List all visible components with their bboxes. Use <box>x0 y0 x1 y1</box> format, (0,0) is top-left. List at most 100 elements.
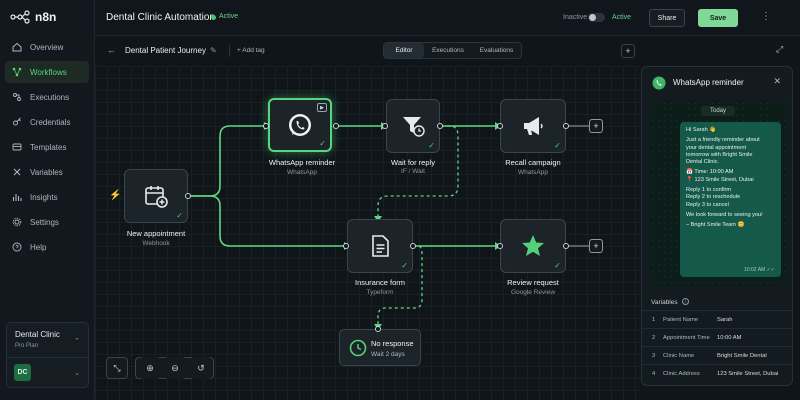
node-subtitle: Typeform <box>366 289 394 296</box>
n8n-logo-icon <box>10 10 30 24</box>
divider <box>229 45 230 57</box>
workflow-title[interactable]: Dental Clinic Automation <box>106 12 215 23</box>
add-next-node-button[interactable]: + <box>589 239 603 253</box>
pencil-icon[interactable]: ✎ <box>210 46 217 55</box>
zoom-out-icon[interactable]: ⊖ <box>164 357 186 379</box>
check-icon: ✓ <box>401 261 408 270</box>
sidebar-item-executions[interactable]: Executions <box>5 86 89 108</box>
node-review-request[interactable]: ✓ <box>500 219 566 273</box>
node-title: Recall campaign <box>505 158 561 167</box>
sidebar-item-variables[interactable]: Variables <box>5 161 89 183</box>
output-port[interactable] <box>185 193 191 199</box>
message-line: 📍 123 Smile Street, Dubai <box>686 176 754 183</box>
sidebar-item-label: Workflows <box>30 67 67 77</box>
variables-title: Variables <box>651 299 678 306</box>
active-toggle[interactable] <box>588 13 605 22</box>
node-insurance-form[interactable]: ✓ <box>347 219 413 273</box>
node-title: Review request <box>507 278 559 287</box>
input-port[interactable] <box>343 243 349 249</box>
filter-clock-icon <box>403 117 425 137</box>
sidebar-item-credentials[interactable]: Credentials <box>5 111 89 133</box>
node-no-response[interactable]: No response Wait 2 days <box>339 329 421 366</box>
input-port[interactable] <box>375 326 381 332</box>
sidebar-item-label: Help <box>30 242 47 252</box>
message-line: Dental Clinic. <box>686 159 719 166</box>
node-subtitle: IF / Wait <box>401 168 425 175</box>
tab-editor[interactable]: Editor <box>384 43 424 58</box>
message-line: Reply 1 to confirm <box>686 187 732 194</box>
more-options-icon[interactable]: ⋮ <box>761 11 771 22</box>
input-port[interactable] <box>382 123 388 129</box>
node-whatsapp-reminder[interactable]: ▶ ✓ <box>268 98 332 152</box>
play-icon[interactable]: ▶ <box>317 103 327 112</box>
gear-icon <box>12 217 22 227</box>
star-icon <box>522 235 544 256</box>
back-arrow-icon[interactable]: ← <box>107 45 116 55</box>
sidebar-item-overview[interactable]: Overview <box>5 36 89 58</box>
info-icon[interactable]: i <box>682 298 689 305</box>
chevron-up-icon[interactable]: ⌃ <box>74 338 80 345</box>
input-port[interactable] <box>263 123 269 129</box>
close-icon[interactable]: ✕ <box>773 76 781 86</box>
view-tabs: Editor Executions Evaluations <box>383 42 522 59</box>
logo[interactable]: n8n <box>10 10 56 24</box>
document-icon <box>372 235 389 257</box>
variable-value: Sarah <box>717 317 733 323</box>
node-subtitle: Google Review <box>510 289 556 296</box>
expand-icon[interactable]: ⤢ <box>776 44 784 54</box>
sidebar-item-templates[interactable]: Templates <box>5 136 89 158</box>
tab-evaluations[interactable]: Evaluations <box>479 47 514 54</box>
output-port[interactable] <box>437 123 443 129</box>
workspace-name: Dental Clinic <box>15 330 60 339</box>
output-port[interactable] <box>333 123 339 129</box>
output-port[interactable] <box>563 123 569 129</box>
input-port[interactable] <box>497 123 503 129</box>
clock-icon <box>349 339 367 357</box>
key-icon <box>12 117 22 127</box>
toggle-on-label: Active <box>612 14 632 21</box>
workspace-switcher[interactable]: Dental Clinic Pro Plan ⌃ DC ⌄ <box>6 322 89 388</box>
sidebar: n8n Overview Workflows Executions Creden… <box>0 0 95 400</box>
tab-executions[interactable]: Executions <box>432 47 464 54</box>
message-line: tomorrow with Bright Smile <box>686 151 753 158</box>
journey-name[interactable]: Dental Patient Journey <box>125 46 206 55</box>
node-new-appointment[interactable]: ✓ <box>124 169 188 223</box>
node-recall-campaign[interactable]: ✓ <box>500 99 566 153</box>
add-tag-button[interactable]: + Add tag <box>237 47 265 54</box>
variables-icon <box>12 167 22 177</box>
share-button[interactable]: Share <box>649 9 685 27</box>
insights-icon <box>12 192 22 202</box>
input-port[interactable] <box>497 243 503 249</box>
message-line: We look forward to seeing you! <box>686 211 763 218</box>
megaphone-icon <box>524 117 543 135</box>
message-line: Just a friendly reminder about <box>686 137 760 144</box>
check-icon: ✓ <box>176 211 183 220</box>
add-node-button[interactable]: + <box>621 44 635 58</box>
whatsapp-icon <box>289 114 311 136</box>
fit-view-button[interactable]: ⤡ <box>106 357 128 379</box>
add-next-node-button[interactable]: + <box>589 119 603 133</box>
variable-row: 1 Patient Name Sarah <box>642 310 792 328</box>
output-port[interactable] <box>563 243 569 249</box>
variable-value: 123 Smile Street, Dubai <box>717 371 779 377</box>
sidebar-item-insights[interactable]: Insights <box>5 186 89 208</box>
node-wait-for-reply[interactable]: ✓ <box>386 99 440 153</box>
variable-key: Appointment Time <box>663 335 710 341</box>
panel-title: WhatsApp reminder <box>673 78 744 87</box>
sidebar-item-workflows[interactable]: Workflows <box>5 61 89 83</box>
message-line: – Bright Smile Team 😊 <box>686 222 745 229</box>
sidebar-nav: Overview Workflows Executions Credential… <box>5 36 89 261</box>
sidebar-item-help[interactable]: Help <box>5 236 89 258</box>
avatar[interactable]: DC <box>14 364 31 381</box>
save-button[interactable]: Save <box>698 9 738 27</box>
status-dot <box>211 15 216 20</box>
message-line: 📅 Time: 10:00 AM <box>686 169 734 176</box>
zoom-in-icon[interactable]: ⊕ <box>139 357 161 379</box>
sidebar-item-settings[interactable]: Settings <box>5 211 89 233</box>
top-bar: Dental Clinic Automation Active Inactive… <box>95 0 800 36</box>
output-port[interactable] <box>410 243 416 249</box>
zoom-controls: ⊕ ⊖ ↺ <box>135 357 214 379</box>
reset-zoom-icon[interactable]: ↺ <box>190 357 212 379</box>
chevron-down-icon[interactable]: ⌄ <box>74 370 80 377</box>
chat-preview: Today Hi Sarah 👋 Just a friendly reminde… <box>650 100 786 286</box>
